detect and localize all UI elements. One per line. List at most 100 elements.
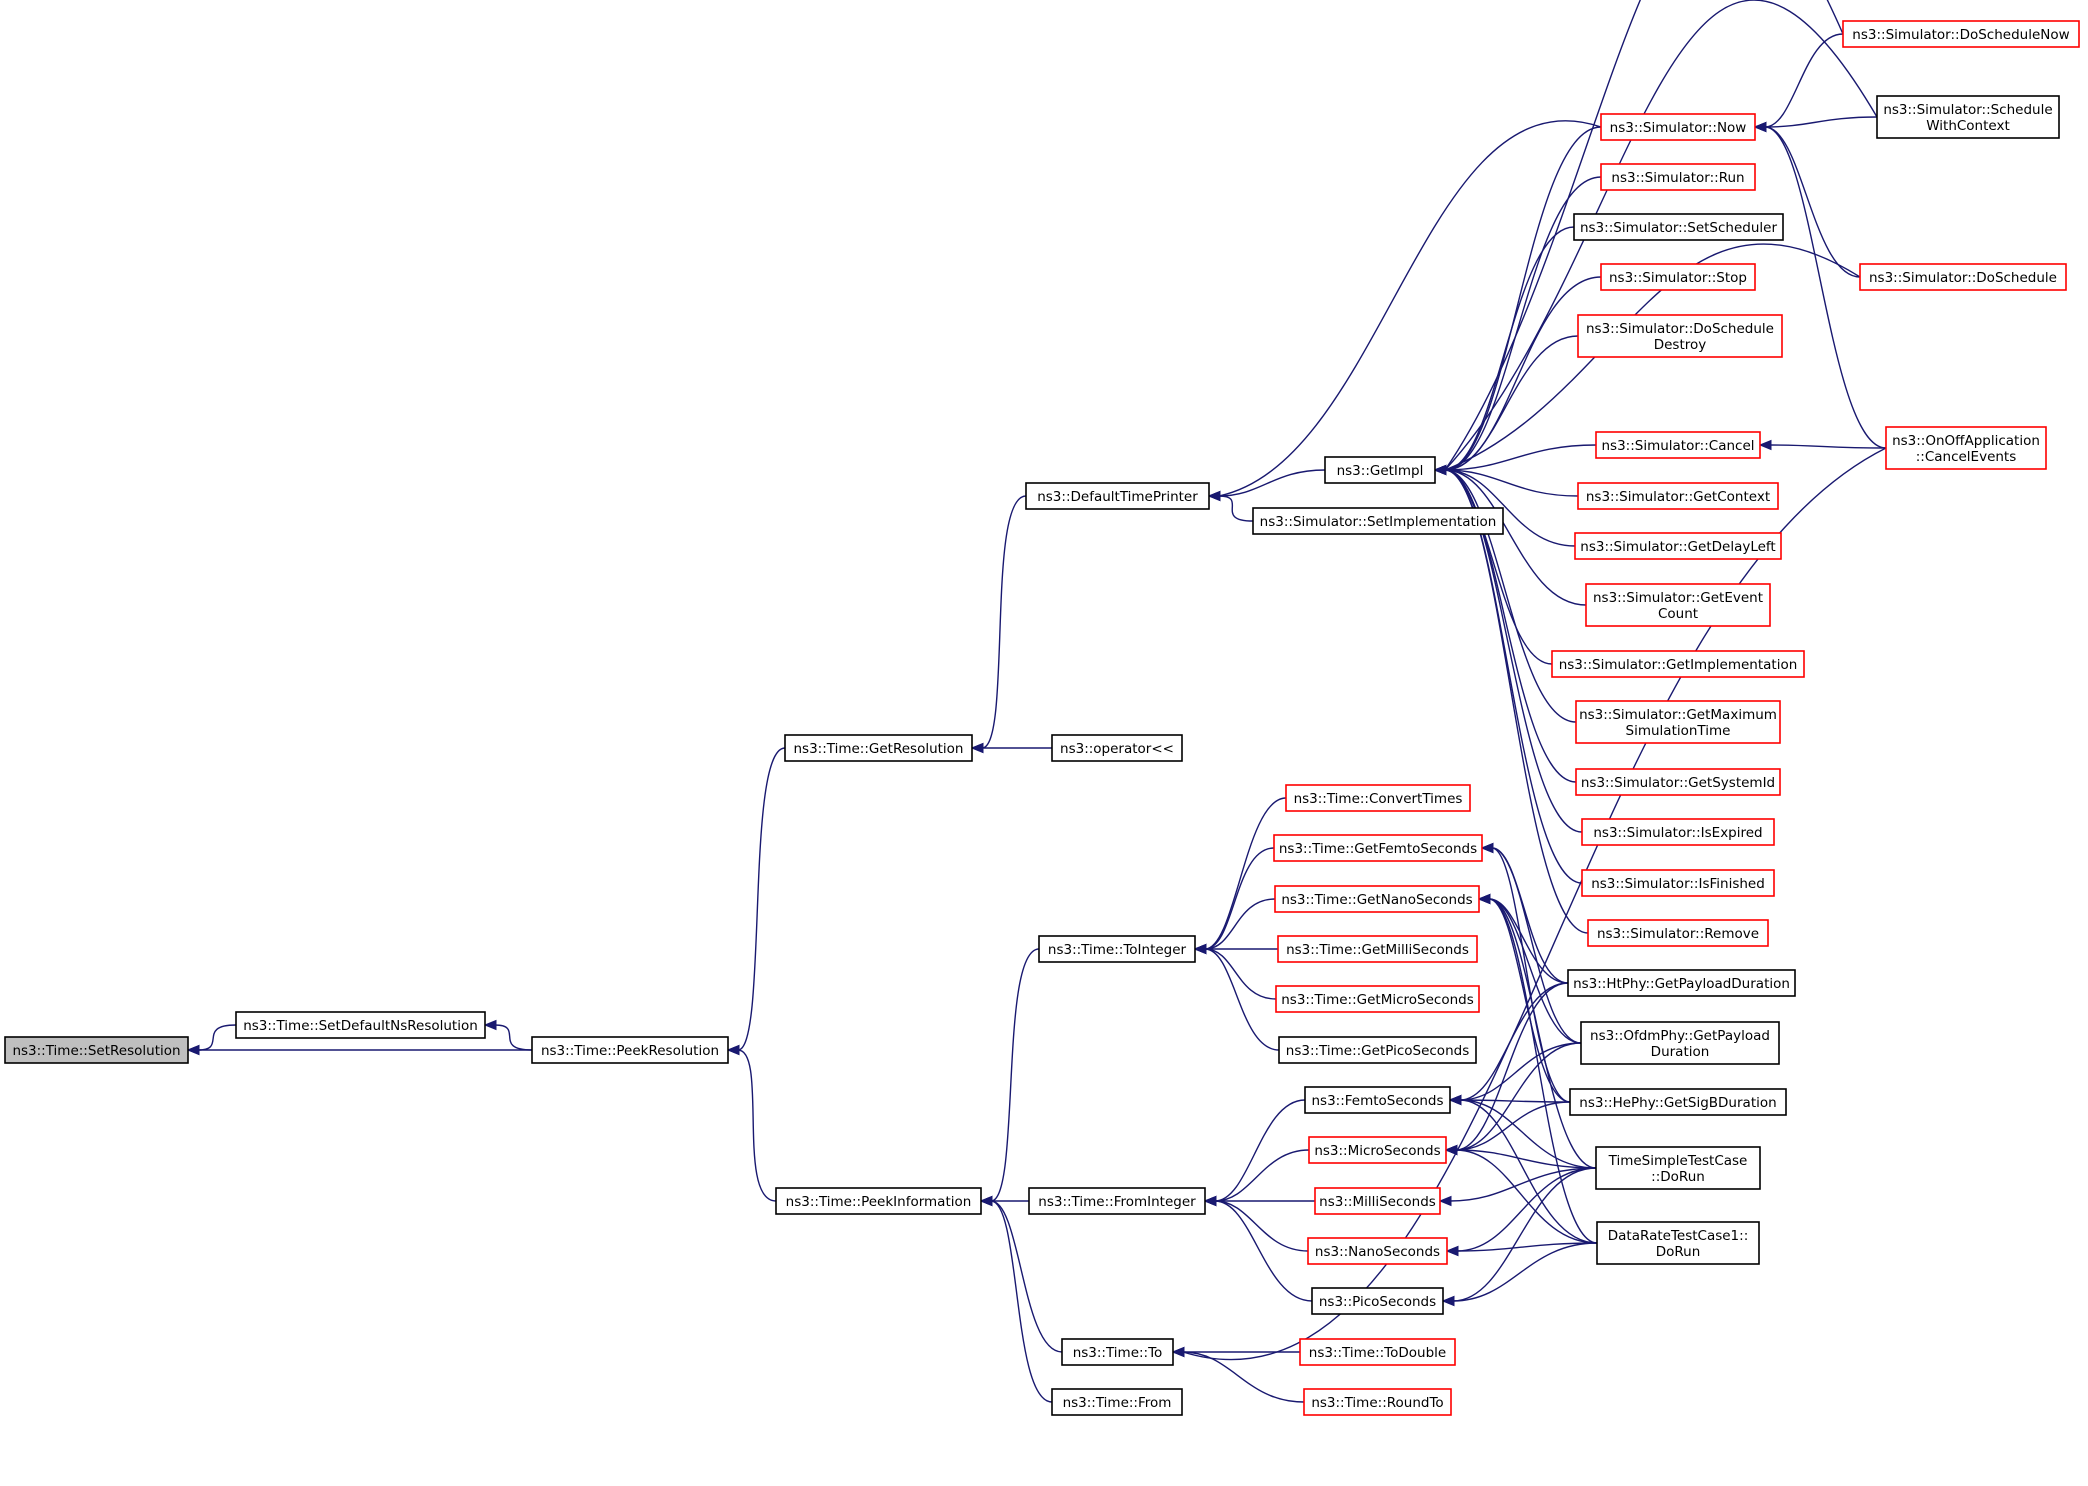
node-femto[interactable]: ns3::FemtoSeconds	[1304, 1086, 1451, 1114]
node-dosched[interactable]: ns3::Simulator::DoSchedule	[1859, 263, 2067, 291]
node-to[interactable]: ns3::Time::To	[1061, 1338, 1174, 1366]
edge-line	[494, 1024, 533, 1051]
node-from[interactable]: ns3::Time::From	[1051, 1388, 1183, 1416]
edge-line	[1456, 1167, 1597, 1252]
node-onoff[interactable]: ns3::OnOffApplication::CancelEvents	[1885, 426, 2047, 470]
node-box	[1581, 869, 1775, 897]
node-isfin[interactable]: ns3::Simulator::IsFinished	[1581, 869, 1775, 897]
node-box	[784, 734, 973, 762]
node-fromint[interactable]: ns3::Time::FromInteger	[1028, 1187, 1206, 1215]
edge-line	[197, 1024, 237, 1051]
edge-line	[737, 747, 786, 1051]
edge-fromint-to-pico	[1203, 1195, 1313, 1302]
edge-arrowhead	[970, 742, 984, 754]
node-label: ns3::Simulator::SetScheduler	[1580, 220, 1777, 236]
node-box	[1595, 431, 1761, 459]
node-toint[interactable]: ns3::Time::ToInteger	[1038, 935, 1196, 963]
node-label: ns3::operator<<	[1060, 741, 1174, 757]
node-getnano[interactable]: ns3::Time::GetNanoSeconds	[1274, 885, 1480, 913]
node-nano[interactable]: ns3::NanoSeconds	[1307, 1237, 1448, 1265]
edge-line	[1491, 847, 1571, 1103]
edge-line	[1218, 495, 1254, 522]
node-tstc[interactable]: TimeSimpleTestCase::DoRun	[1595, 1146, 1761, 1190]
node-todouble[interactable]: ns3::Time::ToDouble	[1299, 1338, 1456, 1366]
node-box	[1308, 1136, 1447, 1164]
node-htphy[interactable]: ns3::HtPhy::GetPayloadDuration	[1567, 969, 1796, 997]
edge-line	[981, 495, 1027, 749]
node-box	[1575, 700, 1781, 744]
edge-line	[1214, 1099, 1306, 1202]
edge-arrowhead	[1203, 1195, 1217, 1207]
node-getpico[interactable]: ns3::Time::GetPicoSeconds	[1278, 1036, 1477, 1064]
node-dosnow[interactable]: ns3::Simulator::DoScheduleNow	[1842, 20, 2080, 48]
node-getres[interactable]: ns3::Time::GetResolution	[784, 734, 973, 762]
node-peekres[interactable]: ns3::Time::PeekResolution	[531, 1036, 729, 1064]
node-hephy[interactable]: ns3::HePhy::GetSigBDuration	[1569, 1088, 1787, 1116]
node-simrun[interactable]: ns3::Simulator::Run	[1600, 163, 1756, 191]
node-label: ns3::HtPhy::GetPayloadDuration	[1573, 976, 1790, 992]
edge-nano-to-drtc	[1445, 1242, 1598, 1257]
edge-line	[1488, 898, 1598, 1244]
edge-arrowhead	[1433, 464, 1447, 476]
edge-line	[1444, 469, 1583, 833]
node-box	[1595, 1146, 1761, 1190]
node-micro[interactable]: ns3::MicroSeconds	[1308, 1136, 1447, 1164]
node-getdelay[interactable]: ns3::Simulator::GetDelayLeft	[1574, 532, 1782, 560]
node-roundto[interactable]: ns3::Time::RoundTo	[1303, 1388, 1452, 1416]
node-drtc[interactable]: DataRateTestCase1::DoRun	[1596, 1221, 1760, 1265]
node-isexp[interactable]: ns3::Simulator::IsExpired	[1581, 818, 1775, 846]
node-stop[interactable]: ns3::Simulator::Stop	[1600, 263, 1756, 291]
node-label: ns3::Time::RoundTo	[1311, 1395, 1443, 1411]
edge-line	[990, 1200, 1053, 1403]
node-opshift[interactable]: ns3::operator<<	[1051, 734, 1183, 762]
node-pico[interactable]: ns3::PicoSeconds	[1311, 1287, 1444, 1315]
node-box	[1304, 1086, 1451, 1114]
node-peekinfo[interactable]: ns3::Time::PeekInformation	[775, 1187, 982, 1215]
node-getctx[interactable]: ns3::Simulator::GetContext	[1577, 482, 1779, 510]
edge-getimpl-to-getevent	[1433, 464, 1587, 606]
node-getimpl2[interactable]: ns3::Simulator::GetImplementation	[1551, 650, 1805, 678]
node-label: ns3::OfdmPhy::GetPayload	[1590, 1028, 1770, 1044]
edge-setres-to-peekres	[186, 1044, 532, 1056]
edge-line	[1452, 1167, 1597, 1302]
node-box	[1028, 1187, 1206, 1215]
node-box	[1573, 213, 1784, 241]
edge-line	[1444, 0, 1878, 471]
node-simnow[interactable]: ns3::Simulator::Now	[1600, 113, 1756, 141]
node-label: ns3::Simulator::SetImplementation	[1260, 514, 1497, 530]
node-box	[1600, 163, 1756, 191]
node-deftp[interactable]: ns3::DefaultTimePrinter	[1025, 482, 1210, 510]
node-setdef[interactable]: ns3::Time::SetDefaultNsResolution	[235, 1011, 486, 1039]
node-label: ns3::Simulator::GetDelayLeft	[1580, 539, 1775, 555]
node-getimpl[interactable]: ns3::GetImpl	[1324, 456, 1436, 484]
edge-arrowhead	[1758, 439, 1772, 451]
node-remove[interactable]: ns3::Simulator::Remove	[1587, 919, 1769, 947]
node-cancel[interactable]: ns3::Simulator::Cancel	[1595, 431, 1761, 459]
node-setimpl[interactable]: ns3::Simulator::SetImplementation	[1252, 507, 1504, 535]
node-setsched[interactable]: ns3::Simulator::SetScheduler	[1573, 213, 1784, 241]
edge-line	[1444, 243, 1861, 471]
node-getsys[interactable]: ns3::Simulator::GetSystemId	[1575, 768, 1781, 796]
edge-line	[1488, 898, 1569, 984]
node-label: ns3::Time::ToDouble	[1309, 1345, 1446, 1361]
node-milli[interactable]: ns3::MilliSeconds	[1314, 1187, 1441, 1215]
edge-micro-to-hephy	[1444, 1101, 1571, 1156]
node-convtimes[interactable]: ns3::Time::ConvertTimes	[1285, 784, 1471, 812]
edge-line	[1459, 1099, 1598, 1244]
node-label: WithContext	[1926, 118, 2010, 134]
node-label: Duration	[1651, 1044, 1710, 1060]
edge-line	[990, 1200, 1063, 1353]
node-ofdm[interactable]: ns3::OfdmPhy::GetPayloadDuration	[1580, 1021, 1780, 1065]
node-getmicro[interactable]: ns3::Time::GetMicroSeconds	[1275, 985, 1480, 1013]
edge-getres-to-opshift	[970, 742, 1053, 754]
node-getmilli[interactable]: ns3::Time::GetMilliSeconds	[1277, 935, 1478, 963]
node-box	[4, 1036, 189, 1064]
node-getfemto[interactable]: ns3::Time::GetFemtoSeconds	[1273, 834, 1483, 862]
node-label: ns3::Time::ToInteger	[1048, 942, 1187, 958]
node-label: ns3::Time::GetResolution	[793, 741, 963, 757]
edge-line	[1444, 0, 1844, 471]
